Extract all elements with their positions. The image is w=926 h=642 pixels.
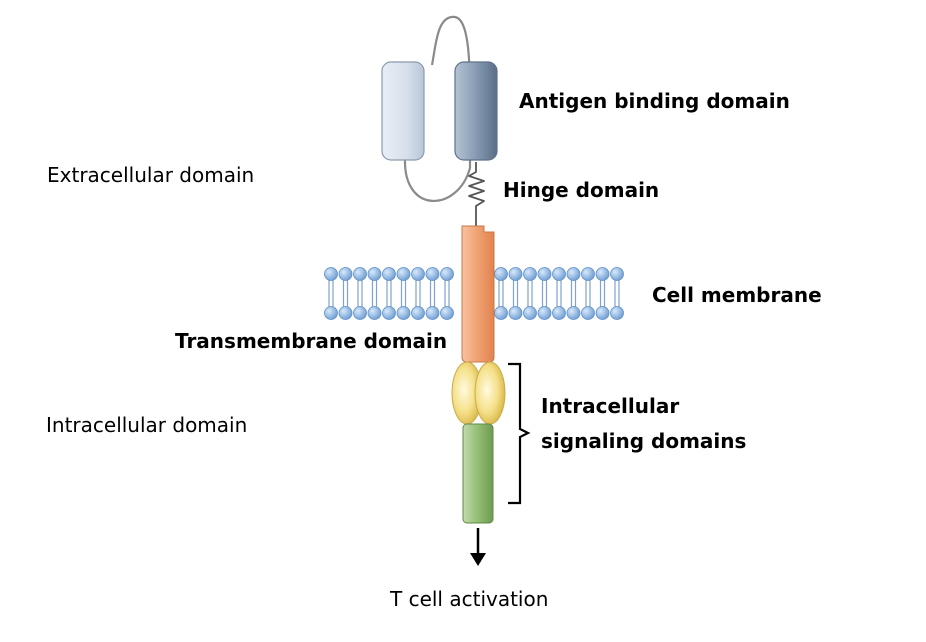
lipid-head-outer bbox=[440, 267, 454, 281]
signaling-domain-green bbox=[462, 423, 494, 524]
lipid-head-outer bbox=[338, 267, 353, 281]
lipid-head-outer bbox=[523, 267, 537, 281]
lipid-head-outer bbox=[508, 267, 523, 281]
antigen-binding-domain-label: Antigen binding domain bbox=[519, 89, 790, 113]
lipid-head-outer bbox=[595, 267, 610, 281]
lipid-head-outer bbox=[411, 267, 425, 281]
lipid-head-outer bbox=[324, 267, 338, 281]
lipid-head-inner bbox=[595, 306, 610, 320]
lipid-head-inner bbox=[552, 306, 566, 320]
lipid-head-outer bbox=[552, 267, 566, 281]
lipid-head-outer bbox=[537, 267, 552, 281]
intracellular-signaling-label-line2: signaling domains bbox=[541, 429, 747, 453]
lipid-head-outer bbox=[396, 267, 411, 281]
intracellular-domain-label: Intracellular domain bbox=[46, 413, 248, 437]
lipid-head-inner bbox=[566, 306, 581, 320]
lipid-head-inner bbox=[324, 306, 338, 320]
lipid-head-outer bbox=[382, 267, 396, 281]
lipid-head-outer bbox=[353, 267, 367, 281]
lipid-head-outer bbox=[581, 267, 595, 281]
lipid-head-outer bbox=[566, 267, 581, 281]
t-cell-activation-label: T cell activation bbox=[390, 587, 549, 611]
lipid-head-inner bbox=[425, 306, 440, 320]
lipid-head-inner bbox=[367, 306, 382, 320]
lipid-head-inner bbox=[537, 306, 552, 320]
transmembrane-segment bbox=[461, 225, 495, 363]
lipid-head-inner bbox=[411, 306, 425, 320]
lipid-head-inner bbox=[382, 306, 396, 320]
lipid-head-inner bbox=[494, 306, 508, 320]
lipid-head-outer bbox=[425, 267, 440, 281]
costimulatory-domain-right bbox=[474, 361, 506, 425]
lipid-head-outer bbox=[610, 267, 624, 281]
antigen-binding-heavy-chain bbox=[454, 61, 498, 161]
down-arrow-icon bbox=[470, 528, 486, 566]
lipid-head-inner bbox=[338, 306, 353, 320]
lipid-head-inner bbox=[523, 306, 537, 320]
lipid-head-inner bbox=[610, 306, 624, 320]
hinge-spring bbox=[468, 162, 485, 226]
lipid-head-inner bbox=[581, 306, 595, 320]
lipid-head-outer bbox=[367, 267, 382, 281]
lipid-head-inner bbox=[508, 306, 523, 320]
cell-membrane-label: Cell membrane bbox=[652, 283, 822, 307]
extracellular-domain-label: Extracellular domain bbox=[47, 163, 255, 187]
right-bracket-icon bbox=[508, 362, 531, 505]
intracellular-signaling-label-line1: Intracellular bbox=[541, 394, 680, 418]
lipid-head-inner bbox=[353, 306, 367, 320]
lipid-bilayer bbox=[324, 267, 624, 320]
hinge-domain-label: Hinge domain bbox=[503, 178, 660, 202]
lipid-head-inner bbox=[440, 306, 454, 320]
lipid-head-outer bbox=[494, 267, 508, 281]
antigen-binding-light-chain bbox=[381, 61, 425, 161]
transmembrane-domain-label: Transmembrane domain bbox=[175, 329, 448, 353]
lipid-head-inner bbox=[396, 306, 411, 320]
